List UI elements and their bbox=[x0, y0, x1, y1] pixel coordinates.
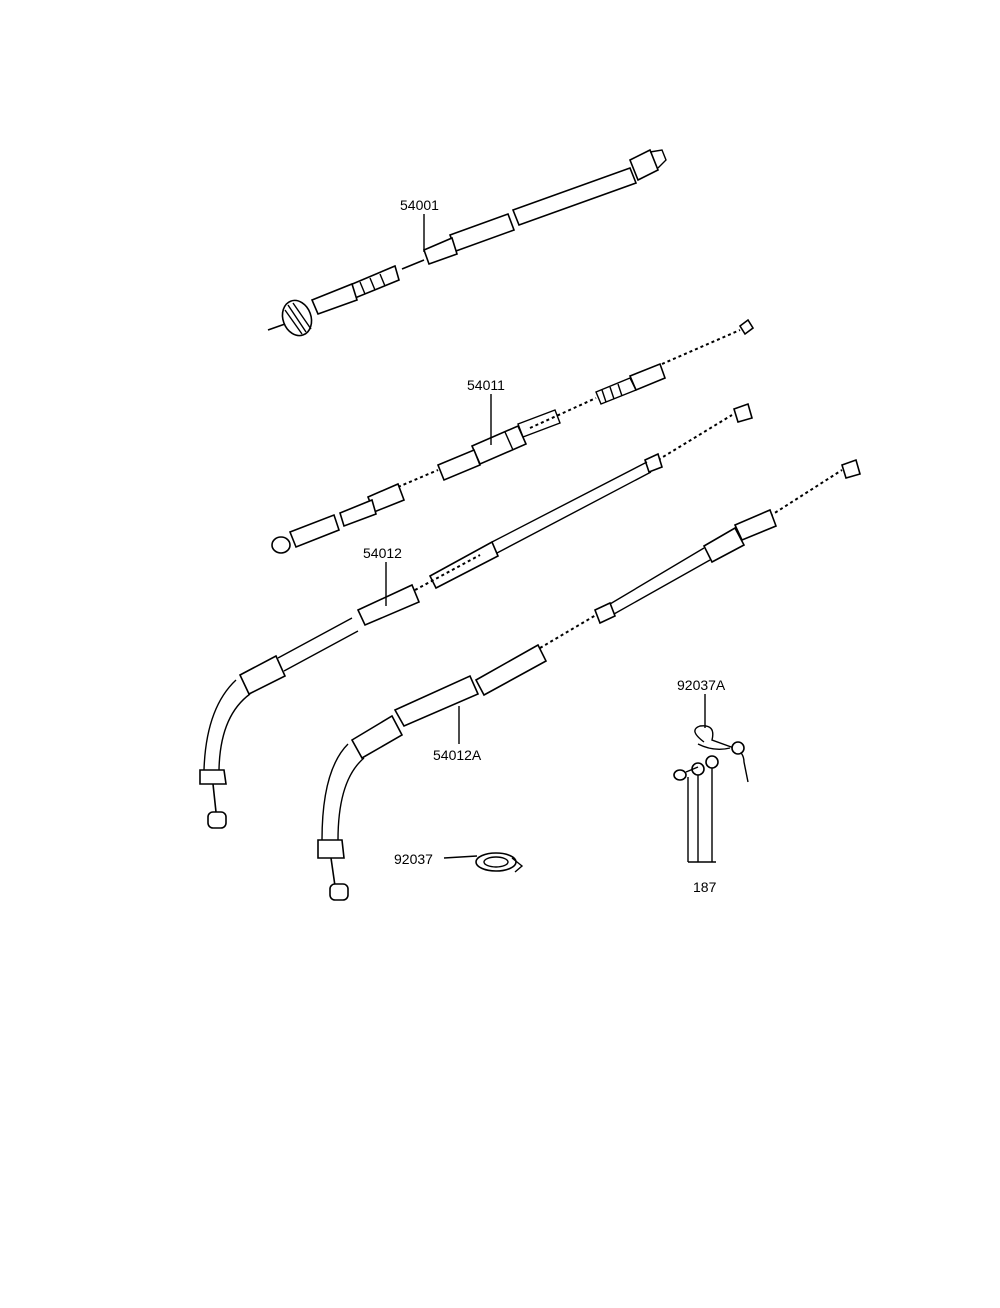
part-label-54012: 54012 bbox=[363, 545, 402, 561]
clamp-92037 bbox=[475, 852, 524, 873]
part-label-54011: 54011 bbox=[467, 377, 505, 393]
speedometer-cable-54001 bbox=[267, 148, 667, 337]
leader-lines bbox=[385, 214, 706, 859]
part-label-187: 187 bbox=[693, 879, 717, 895]
screws-187 bbox=[673, 755, 719, 863]
cable-54011 bbox=[271, 318, 755, 554]
part-label-92037: 92037 bbox=[394, 851, 433, 867]
part-label-92037A: 92037A bbox=[677, 677, 726, 693]
part-label-54001: 54001 bbox=[400, 197, 439, 213]
clamp-92037A bbox=[694, 725, 749, 783]
throttle-cable-54012 bbox=[199, 402, 753, 829]
part-label-54012A: 54012A bbox=[433, 747, 482, 763]
cable-54012A bbox=[317, 458, 861, 901]
